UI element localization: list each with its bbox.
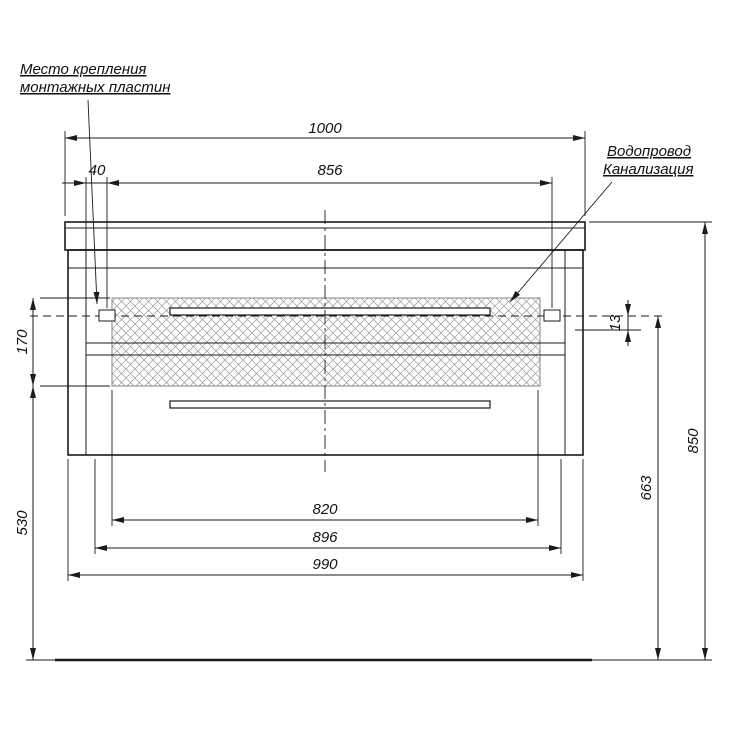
- dim-label-896: 896: [312, 529, 338, 546]
- right-mounting-plate: [543, 309, 561, 322]
- mounting-plates-note: Место крепления монтажных пластин: [20, 61, 170, 305]
- utilities-note: Водопровод Канализация: [509, 143, 694, 303]
- mounting-plates: [98, 309, 561, 322]
- dim-overall-width: 1000: [64, 120, 586, 216]
- dim-label-40: 40: [89, 162, 106, 179]
- dim-utilities-height: 663: [638, 316, 661, 660]
- dim-label-1000: 1000: [308, 120, 342, 137]
- dim-label-850: 850: [685, 428, 702, 454]
- drawer-dividers: [86, 342, 565, 356]
- dim-label-530: 530: [14, 510, 31, 536]
- dim-cabinet-width: 990: [67, 459, 584, 581]
- left-mounting-plate: [98, 309, 116, 322]
- utilities-note-line2: Канализация: [603, 161, 694, 178]
- dim-opening-width: 820: [111, 390, 539, 526]
- mounting-note-line1: Место крепления: [20, 61, 146, 78]
- mounting-note-line2: монтажных пластин: [20, 79, 170, 96]
- dim-label-856: 856: [317, 162, 343, 179]
- dim-label-170: 170: [14, 329, 31, 355]
- utilities-note-leader: [509, 181, 613, 303]
- dim-label-13: 13: [607, 314, 624, 331]
- dim-mounting-zone-height: 170: [14, 297, 110, 387]
- dim-plate-positions: 40 856: [62, 162, 553, 308]
- utilities-note-line1: Водопровод: [607, 143, 691, 160]
- mounting-note-leader: [87, 99, 100, 305]
- dim-drawer-width: 896: [94, 459, 562, 554]
- drawer-handles: [169, 307, 491, 409]
- top-drawer-handle: [169, 307, 491, 316]
- dim-plate-drop: 13: [575, 300, 641, 346]
- dim-zone-floor-clearance: 530: [14, 386, 36, 660]
- bottom-drawer-handle: [169, 400, 491, 409]
- dim-label-990: 990: [312, 556, 338, 573]
- dim-label-663: 663: [638, 475, 655, 501]
- dim-overall-height: 850: [589, 221, 712, 660]
- dim-label-820: 820: [312, 501, 338, 518]
